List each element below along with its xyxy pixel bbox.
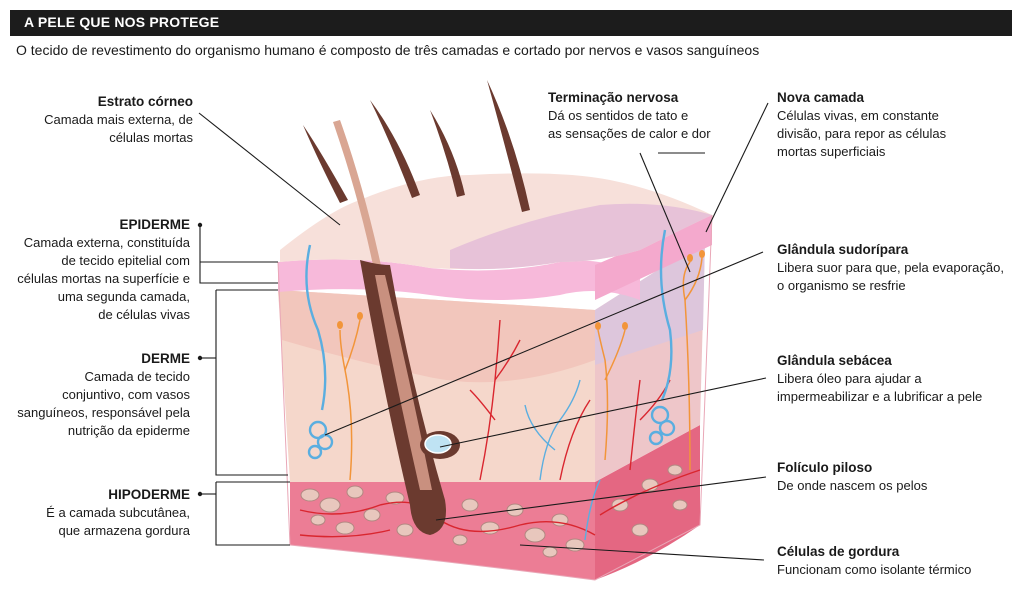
nerve-tips: [337, 250, 705, 330]
page-subtitle: O tecido de revestimento do organismo hu…: [16, 42, 760, 58]
epidermis-band-side: [595, 215, 712, 300]
page-title: A PELE QUE NOS PROTEGE: [24, 14, 220, 30]
sweat-gland-left: [305, 244, 334, 460]
label-estrato-corneo: Estrato córneo Camada mais externa, de c…: [44, 94, 193, 145]
label-glandula-sebacea: Glândula sebácea Libera óleo para ajudar…: [777, 353, 983, 404]
hairs: [303, 80, 530, 212]
label-celulas-de-gordura: Células de gordura Funcionam como isolan…: [777, 544, 972, 577]
label-glandula-sudoripara: Glândula sudorípara Libera suor para que…: [777, 242, 1004, 293]
hypodermis-side: [595, 425, 700, 580]
new-layer-strip: [450, 203, 712, 270]
veins: [524, 379, 601, 541]
main-hair-shaft: [333, 120, 383, 275]
sweat-gland-right: [648, 229, 676, 446]
label-epiderme: EPIDERME Camada externa, constituída de …: [17, 217, 190, 322]
dermis-upper-band: [278, 290, 595, 383]
label-nova-camada: Nova camada Células vivas, em constante …: [777, 90, 947, 159]
label-derme: DERME Camada de tecido conjuntivo, com v…: [17, 351, 190, 438]
hair-root: [375, 275, 432, 490]
leader-lines: [198, 102, 769, 561]
sebaceous-gland-core: [424, 434, 452, 454]
tick-marks: [200, 357, 216, 495]
header-bar: [10, 10, 1012, 36]
block-outline: [277, 214, 713, 581]
label-terminacao-nervosa: Terminação nervosa Dá os sentidos de tat…: [548, 90, 711, 141]
label-hipoderme: HIPODERME É a camada subcutânea, que arm…: [46, 487, 190, 538]
label-foliculo-piloso: Folículo piloso De onde nascem os pelos: [777, 460, 928, 493]
dermis-side-band: [595, 240, 705, 365]
